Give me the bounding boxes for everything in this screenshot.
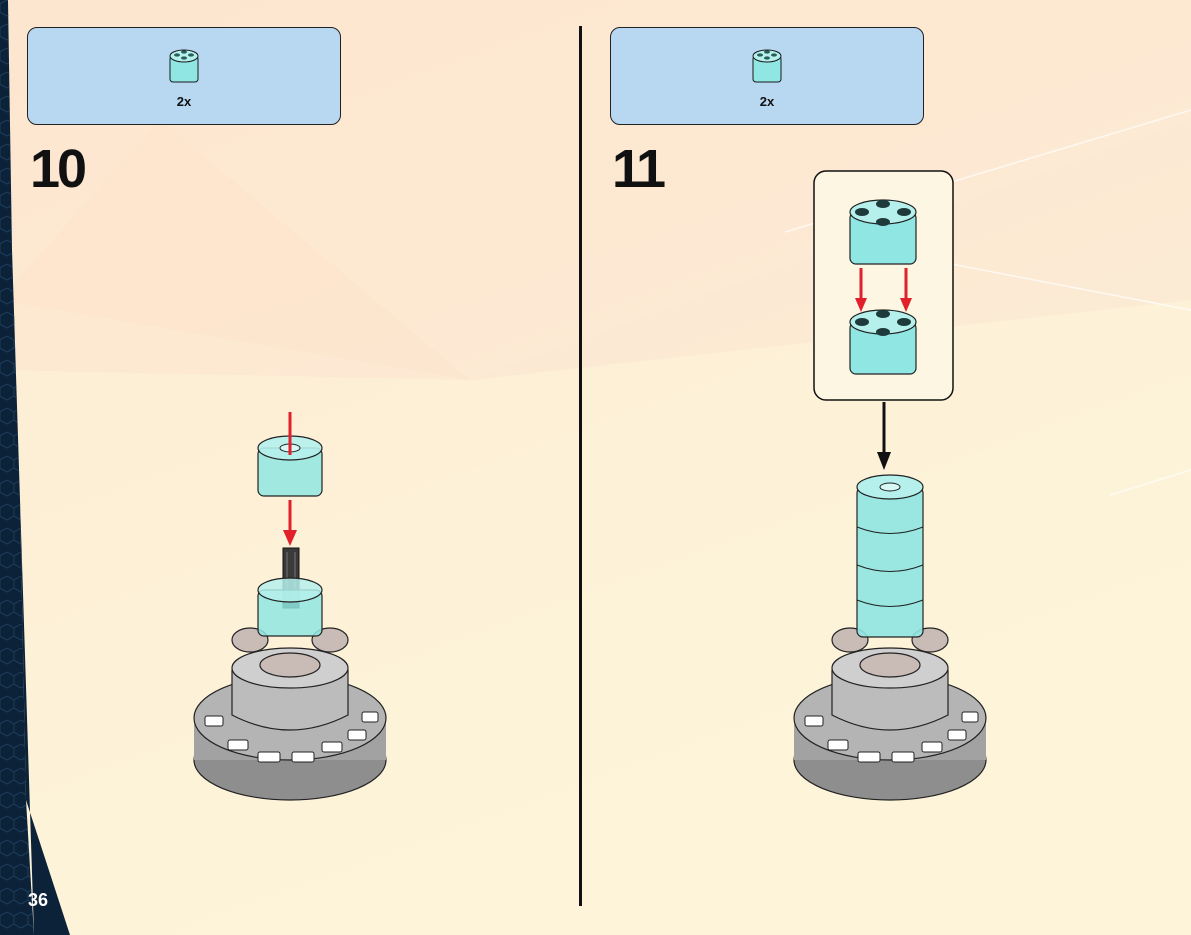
parts-callout-step-11: 2x — [610, 27, 924, 125]
round-brick-icon — [751, 44, 783, 86]
step-number-10: 10 — [30, 142, 84, 196]
step-number-11: 11 — [612, 142, 663, 196]
page-number: 36 — [28, 890, 48, 911]
parts-quantity: 2x — [611, 94, 923, 109]
parts-callout-step-10: 2x — [27, 27, 341, 125]
round-brick-icon — [168, 44, 200, 86]
step-divider — [579, 26, 582, 906]
parts-quantity: 2x — [28, 94, 340, 109]
